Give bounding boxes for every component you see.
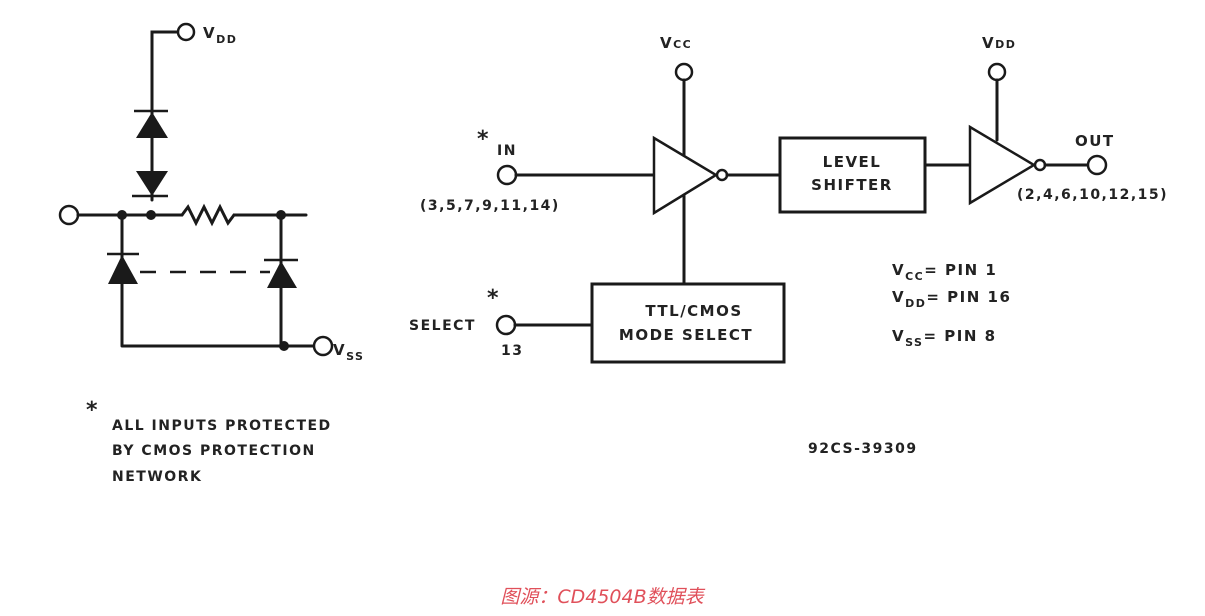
vdd-label: VDD <box>982 34 1016 52</box>
diode-down-2 <box>136 171 168 196</box>
select-pin-number: 13 <box>501 343 523 359</box>
pin-map-row-3: VSS= PIN 8 <box>892 327 997 349</box>
vdd-pin <box>176 22 196 42</box>
note-line-1: ALL INPUTS PROTECTED <box>112 418 332 434</box>
figure-caption: 图源：CD4504B数据表 <box>500 586 705 608</box>
mode-select-line-1: TTL/CMOS <box>645 302 742 320</box>
diode-right-lower <box>267 261 297 288</box>
input-pin <box>496 164 518 186</box>
diode-left-lower <box>108 255 138 284</box>
output-inverter <box>968 124 1037 206</box>
mode-select-box <box>590 282 786 364</box>
input-label: IN <box>497 143 517 159</box>
vss-pin <box>312 335 334 357</box>
note-line-2: BY CMOS PROTECTION <box>112 443 316 459</box>
block-diagram: VCC * IN (3,5,7,9,11,14) LEVEL SHIFTER V… <box>409 34 1168 457</box>
input-star: * <box>477 127 489 152</box>
select-pin <box>495 314 517 336</box>
pin-map-row-1: VCC= PIN 1 <box>892 261 997 283</box>
mode-select-line-2: MODE SELECT <box>619 326 753 344</box>
output-pin <box>1086 154 1108 176</box>
vdd-pin <box>987 62 1007 82</box>
pin-map-row-2: VDD= PIN 16 <box>892 288 1011 310</box>
protected-input-pin <box>58 204 80 226</box>
select-star: * <box>487 286 499 311</box>
level-shifter-line-2: SHIFTER <box>811 176 893 194</box>
junction-dot <box>279 341 289 351</box>
vcc-pin <box>674 62 694 82</box>
junction-dot <box>146 210 156 220</box>
figure-id: 92CS-39309 <box>808 441 918 457</box>
output-label: OUT <box>1075 132 1115 150</box>
level-shifter-box <box>778 136 927 214</box>
input-pins: (3,5,7,9,11,14) <box>420 198 560 214</box>
select-label: SELECT <box>409 318 476 334</box>
note-line-3: NETWORK <box>112 469 202 485</box>
pn-vdd-label: VDD <box>203 24 237 46</box>
protection-network: VDD VSS * ALL INPUTS PROTE <box>58 22 364 485</box>
vcc-label: VCC <box>660 34 692 52</box>
output-pins: (2,4,6,10,12,15) <box>1017 187 1168 203</box>
pn-vss-label: VSS <box>333 341 364 363</box>
resistor <box>180 203 236 227</box>
level-shifter-line-1: LEVEL <box>823 153 882 171</box>
note-star: * <box>86 398 98 423</box>
vdd-wire <box>150 30 180 74</box>
